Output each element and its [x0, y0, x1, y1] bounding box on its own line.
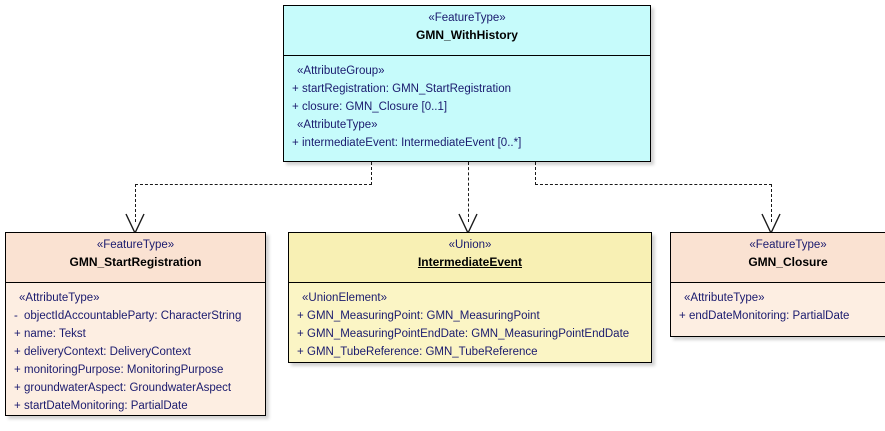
attribute-visibility: - [14, 310, 18, 322]
attribute-visibility: + [14, 328, 21, 340]
attribute-text: endDateMonitoring: PartialDate [689, 310, 850, 322]
attribute-row[interactable]: +intermediateEvent: IntermediateEvent [0… [284, 134, 650, 152]
attribute-text: monitoringPurpose: MonitoringPurpose [24, 364, 224, 376]
attribute-row[interactable]: +deliveryContext: DeliveryContext [6, 343, 265, 361]
attribute-visibility: + [297, 328, 304, 340]
class-stereotype: «FeatureType» [428, 12, 506, 24]
connector-left-horizontal [135, 184, 372, 185]
connector-right-horizontal [535, 184, 772, 185]
attribute-visibility: + [292, 137, 299, 149]
attribute-text: closure: GMN_Closure [0..1] [302, 101, 448, 113]
attribute-group-label: «AttributeType» [684, 292, 765, 304]
connector-right-stub [535, 162, 536, 185]
attribute-group-label: «UnionElement» [302, 292, 388, 304]
attribute-row[interactable]: +name: Tekst [6, 325, 265, 343]
attribute-row[interactable]: +groundwaterAspect: GroundwaterAspect [6, 379, 265, 397]
class-body-gmn-closure: «AttributeType» +endDateMonitoring: Part… [671, 283, 885, 331]
attribute-row[interactable]: +GMN_TubeReference: GMN_TubeReference [289, 343, 651, 361]
class-box-gmn-closure[interactable]: «FeatureType» GMN_Closure «AttributeType… [670, 232, 885, 337]
attribute-row[interactable]: +startRegistration: GMN_StartRegistratio… [284, 80, 650, 98]
attribute-text: GMN_TubeReference: GMN_TubeReference [307, 346, 538, 358]
attribute-visibility: + [297, 346, 304, 358]
attribute-visibility: + [14, 400, 21, 412]
attribute-row[interactable]: +monitoringPurpose: MonitoringPurpose [6, 361, 265, 379]
attribute-row[interactable]: +startDateMonitoring: PartialDate [6, 397, 265, 415]
class-stereotype: «FeatureType» [96, 239, 175, 251]
attribute-text: GMN_MeasuringPoint: GMN_MeasuringPoint [307, 310, 540, 322]
class-header-gmn-closure: «FeatureType» GMN_Closure [671, 233, 885, 283]
attribute-visibility: + [14, 346, 21, 358]
class-box-intermediate-event[interactable]: «Union» IntermediateEvent «UnionElement»… [288, 232, 652, 363]
attribute-row[interactable]: +GMN_MeasuringPointEndDate: GMN_Measurin… [289, 325, 651, 343]
class-stereotype: «Union» [448, 239, 492, 251]
class-body-intermediate-event: «UnionElement» +GMN_MeasuringPoint: GMN_… [289, 283, 651, 362]
attribute-text: intermediateEvent: IntermediateEvent [0.… [302, 137, 522, 149]
attribute-row[interactable]: +closure: GMN_Closure [0..1] [284, 98, 650, 116]
attribute-text: startDateMonitoring: PartialDate [24, 400, 188, 412]
connector-middle-drop [468, 162, 469, 222]
attribute-visibility: + [14, 364, 21, 376]
attribute-group-label: «AttributeType» [19, 292, 100, 304]
class-title: GMN_StartRegistration [69, 255, 202, 269]
connector-right-drop [771, 184, 772, 222]
attribute-text: GMN_MeasuringPointEndDate: GMN_Measuring… [307, 328, 630, 340]
attribute-group-label: «AttributeType» [297, 119, 378, 131]
class-box-gmn-with-history[interactable]: «FeatureType» GMN_WithHistory «Attribute… [283, 5, 651, 162]
attribute-row[interactable]: -objectIdAccountableParty: CharacterStri… [6, 307, 265, 325]
attribute-visibility: + [297, 310, 304, 322]
attribute-text: startRegistration: GMN_StartRegistration [302, 83, 511, 95]
attribute-visibility: + [679, 310, 686, 322]
attribute-text: name: Tekst [24, 328, 86, 340]
attribute-text: objectIdAccountableParty: CharacterStrin… [24, 310, 242, 322]
class-header-gmn-start-registration: «FeatureType» GMN_StartRegistration [6, 233, 265, 283]
attribute-group-label: «AttributeGroup» [297, 65, 385, 77]
attribute-text: deliveryContext: DeliveryContext [24, 346, 191, 358]
class-body-gmn-start-registration: «AttributeType» -objectIdAccountablePart… [6, 283, 265, 415]
class-title: GMN_WithHistory [416, 28, 518, 42]
connector-left-stub [371, 162, 372, 185]
attribute-row[interactable]: +GMN_MeasuringPoint: GMN_MeasuringPoint [289, 307, 651, 325]
class-header-intermediate-event: «Union» IntermediateEvent [289, 233, 651, 283]
class-header-gmn-with-history: «FeatureType» GMN_WithHistory [284, 6, 650, 56]
class-box-gmn-start-registration[interactable]: «FeatureType» GMN_StartRegistration «Att… [5, 232, 266, 416]
attribute-visibility: + [14, 382, 21, 394]
class-body-gmn-with-history: «AttributeGroup» +startRegistration: GMN… [284, 56, 650, 158]
attribute-text: groundwaterAspect: GroundwaterAspect [24, 382, 232, 394]
connector-left-drop [135, 184, 136, 222]
attribute-visibility: + [292, 101, 299, 113]
class-title: IntermediateEvent [417, 255, 523, 269]
class-title: GMN_Closure [748, 255, 828, 269]
attribute-row[interactable]: +endDateMonitoring: PartialDate [671, 307, 885, 325]
class-stereotype: «FeatureType» [749, 239, 827, 251]
attribute-visibility: + [292, 83, 299, 95]
